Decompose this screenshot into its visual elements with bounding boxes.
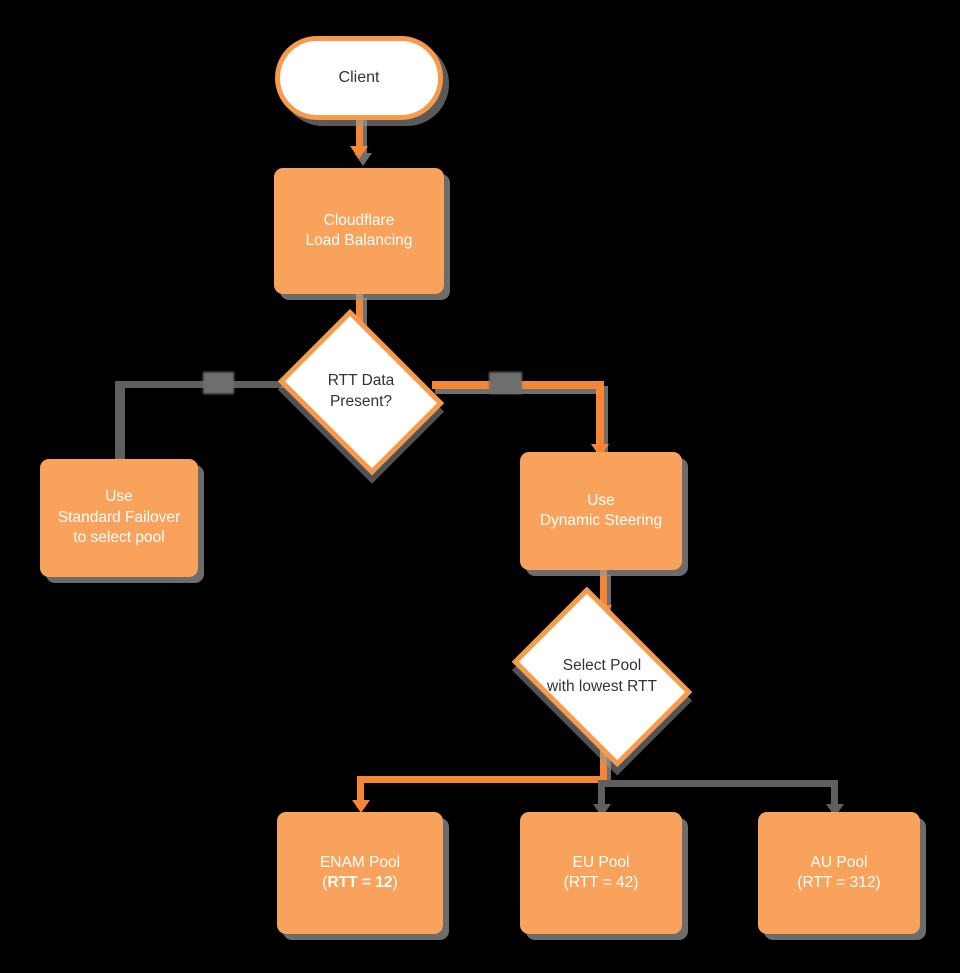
node-eu-pool-label: EU Pool (RTT = 42) bbox=[564, 853, 639, 894]
node-eu-pool-rtt: (RTT = 42) bbox=[564, 873, 639, 893]
edge-select-stem bbox=[600, 737, 607, 780]
edge-select-to-enam-horizontal bbox=[357, 776, 605, 783]
edge-steering-to-select-shadow bbox=[604, 575, 611, 623]
node-au-pool[interactable]: AU Pool (RTT = 312) bbox=[758, 812, 920, 934]
node-eu-pool-rtt-close: ) bbox=[633, 874, 639, 891]
edge-lb-to-rtt-shadow bbox=[360, 298, 367, 340]
edge-label-rtt-no bbox=[203, 372, 234, 394]
node-dynamic-steering-label-line-1: Use bbox=[587, 491, 615, 509]
node-standard-failover[interactable]: Use Standard Failover to select pool bbox=[40, 459, 198, 577]
node-enam-pool[interactable]: ENAM Pool (RTT = 12) bbox=[277, 812, 443, 934]
node-client[interactable]: Client bbox=[275, 36, 443, 120]
node-au-pool-label: AU Pool (RTT = 312) bbox=[797, 853, 880, 894]
node-eu-pool-rtt-value: RTT = 42 bbox=[568, 874, 634, 891]
edge-select-to-au-vertical bbox=[831, 780, 838, 812]
edge-lb-to-rtt bbox=[356, 293, 363, 333]
node-select-pool-label: Select Pool with lowest RTT bbox=[547, 656, 657, 698]
node-enam-pool-rtt-open: ( bbox=[322, 874, 328, 891]
node-dynamic-steering-label-line-2: Dynamic Steering bbox=[539, 512, 663, 529]
edge-rtt-yes-vertical bbox=[596, 381, 604, 453]
node-enam-pool-label-line-1: ENAM Pool bbox=[319, 853, 401, 871]
node-load-balancing-label-line-2: Load Balancing bbox=[305, 232, 413, 249]
node-eu-pool-label-line-1: EU Pool bbox=[572, 853, 630, 871]
edge-select-to-au-horizontal bbox=[601, 780, 838, 787]
edge-select-to-enam-arrowhead bbox=[352, 800, 370, 813]
node-client-label: Client bbox=[338, 69, 380, 86]
edge-select-stem-shadow bbox=[604, 742, 611, 780]
node-rtt-data-present-label-line-2: Present? bbox=[329, 393, 393, 410]
node-standard-failover-label-line-3: to select pool bbox=[73, 529, 165, 547]
node-rtt-data-present-label: RTT Data Present? bbox=[328, 371, 395, 413]
node-select-pool-label-line-1: Select Pool bbox=[562, 657, 642, 675]
node-load-balancing-label-line-1: Cloudflare bbox=[323, 211, 395, 229]
node-enam-pool-rtt-close: ) bbox=[392, 874, 398, 891]
node-eu-pool[interactable]: EU Pool (RTT = 42) bbox=[520, 812, 682, 934]
edge-client-to-lb-shadow bbox=[360, 119, 367, 159]
node-rtt-data-present[interactable]: RTT Data Present? bbox=[278, 309, 444, 475]
edge-rtt-yes-vertical-shadow bbox=[600, 386, 608, 462]
edge-select-to-eu-vertical bbox=[598, 780, 605, 812]
node-select-pool-label-line-2: with lowest RTT bbox=[547, 678, 657, 695]
edge-select-to-enam-vertical bbox=[357, 776, 364, 808]
edge-label-rtt-yes bbox=[489, 372, 522, 394]
node-eu-pool-rtt-open: ( bbox=[563, 874, 569, 891]
edge-client-to-lb-arrowhead bbox=[350, 146, 368, 159]
node-enam-pool-rtt: (RTT = 12) bbox=[320, 873, 400, 893]
node-dynamic-steering-label: Use Dynamic Steering bbox=[540, 491, 662, 532]
edge-client-to-lb bbox=[356, 114, 363, 150]
node-load-balancing-label: Cloudflare Load Balancing bbox=[306, 211, 413, 252]
node-enam-pool-label: ENAM Pool (RTT = 12) bbox=[320, 853, 400, 894]
node-au-pool-rtt-value: RTT = 312 bbox=[802, 874, 876, 891]
node-standard-failover-label: Use Standard Failover to select pool bbox=[58, 487, 180, 548]
node-select-pool[interactable]: Select Pool with lowest RTT bbox=[508, 586, 696, 768]
node-load-balancing[interactable]: Cloudflare Load Balancing bbox=[274, 168, 444, 294]
node-enam-pool-rtt-value: RTT = 12 bbox=[327, 874, 393, 891]
node-standard-failover-label-line-1: Use bbox=[105, 488, 133, 506]
node-dynamic-steering[interactable]: Use Dynamic Steering bbox=[520, 452, 682, 570]
node-au-pool-rtt-open: ( bbox=[797, 874, 803, 891]
node-au-pool-rtt-close: ) bbox=[875, 874, 881, 891]
node-au-pool-label-line-1: AU Pool bbox=[810, 853, 868, 871]
node-rtt-data-present-label-line-1: RTT Data bbox=[327, 372, 395, 390]
node-au-pool-rtt: (RTT = 312) bbox=[797, 873, 880, 893]
edge-steering-to-select bbox=[600, 570, 607, 612]
node-standard-failover-label-line-2: Standard Failover bbox=[57, 508, 181, 526]
edge-rtt-no-vertical bbox=[115, 381, 125, 463]
